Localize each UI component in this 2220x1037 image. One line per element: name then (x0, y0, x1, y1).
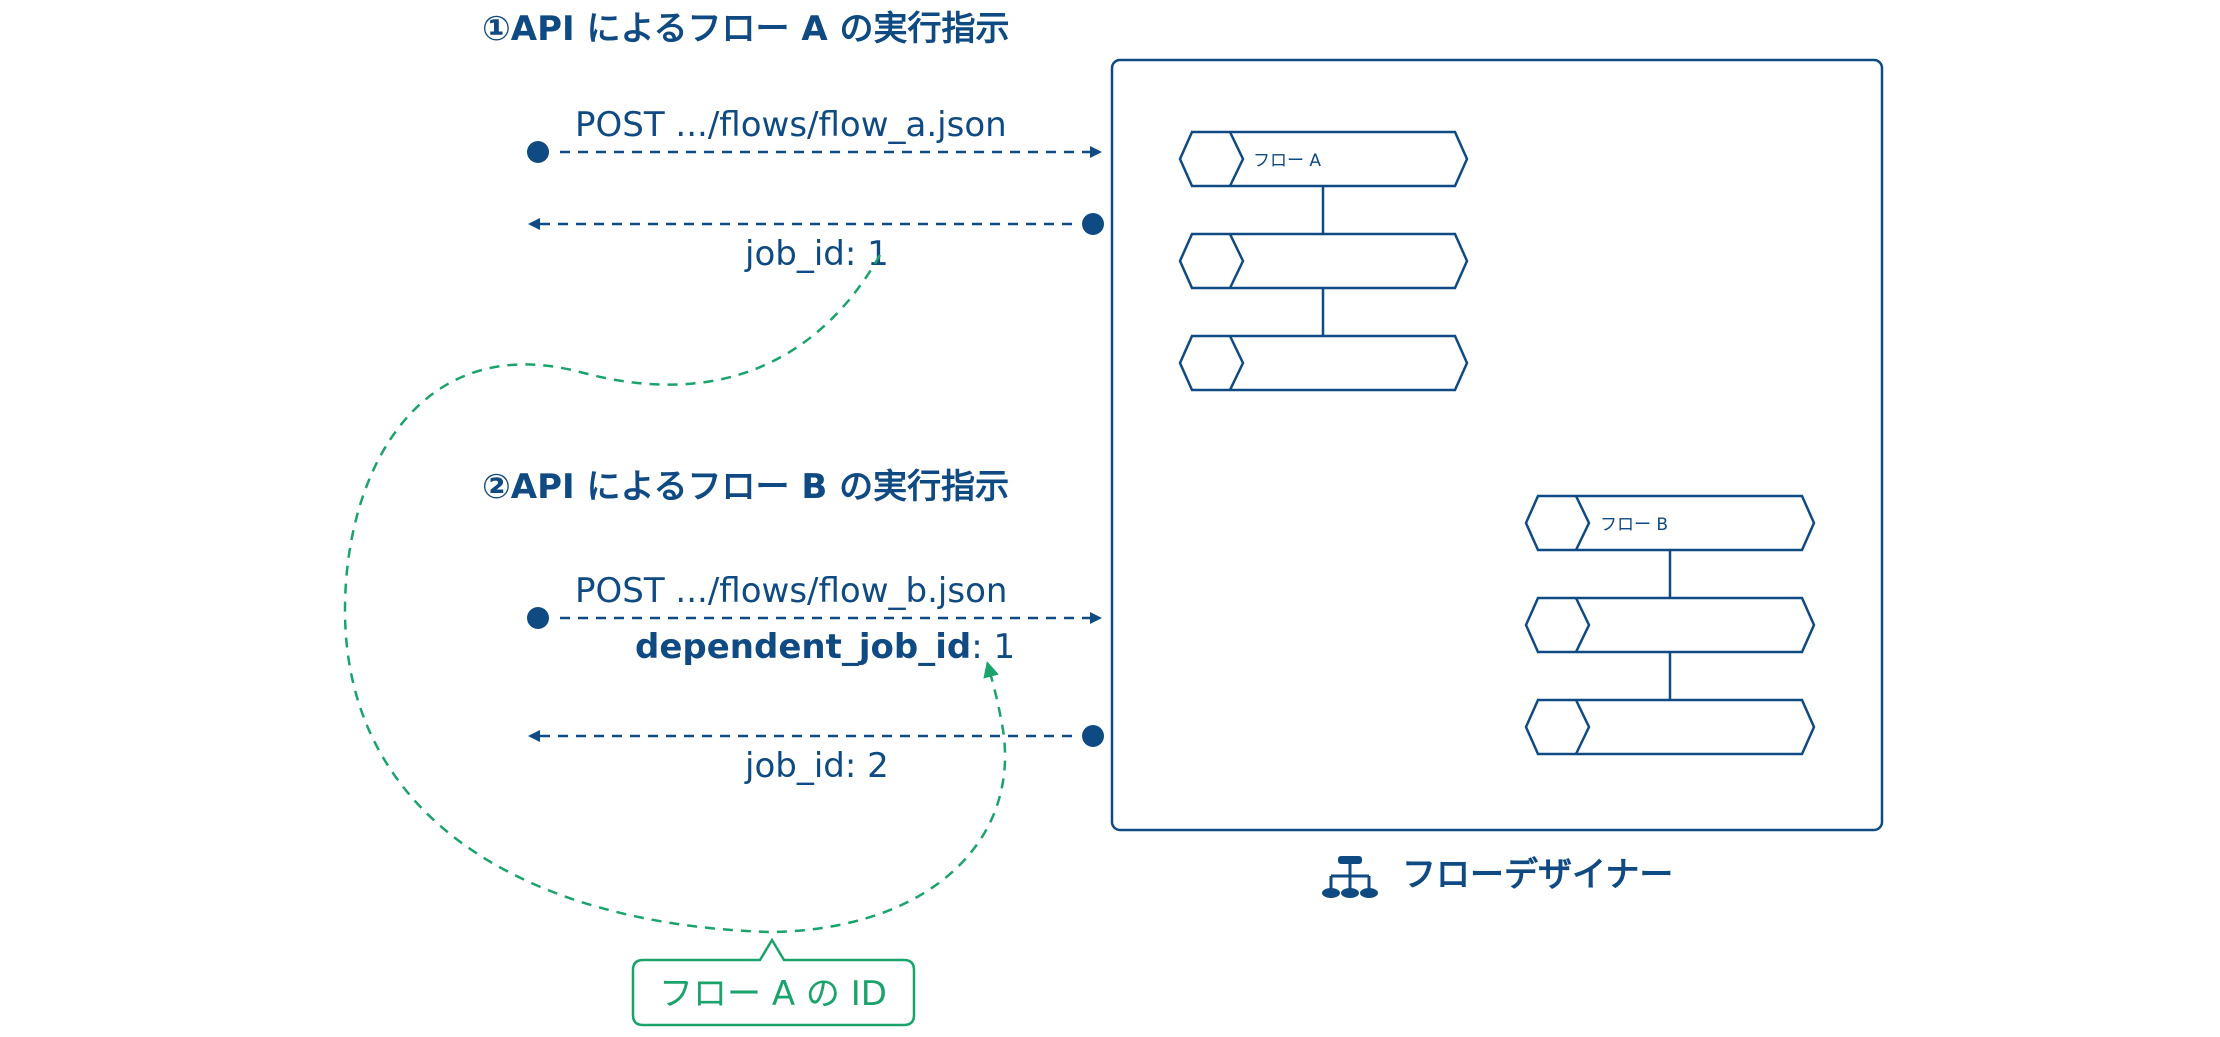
section-a-response-label: job_id: 1 (744, 234, 889, 274)
flow-a-node-3[interactable] (1178, 334, 1469, 392)
section-a-request-label: POST .../flows/flow_a.json (575, 105, 1007, 145)
callout-flow-a-id: フロー A の ID (631, 937, 916, 1027)
flow-b-nodes (1524, 494, 1816, 756)
flow-a-node-2[interactable] (1178, 232, 1469, 290)
flow-b-label: フロー B (1600, 515, 1668, 535)
flow-a-label: フロー A (1253, 151, 1321, 171)
flow-a-node-1[interactable] (1178, 130, 1469, 188)
section-a-response-arrow (528, 213, 1104, 235)
section-b-request-arrow (527, 607, 1102, 629)
flow-a-nodes (1178, 130, 1469, 392)
flow-b-node-1[interactable] (1524, 494, 1816, 552)
flow-b-node-3[interactable] (1524, 698, 1816, 756)
section-a-request-arrow (527, 141, 1102, 163)
flow-b-node-2[interactable] (1524, 596, 1816, 654)
section-b-request-label: POST .../flows/flow_b.json (575, 571, 1007, 611)
section-a-title: ①API によるフロー A の実行指示 (482, 9, 1009, 49)
section-b-param: dependent_job_id: 1 (635, 627, 1015, 667)
section-b-response-arrow (528, 725, 1104, 747)
dependent-job-id-value: : 1 (971, 627, 1015, 667)
dependency-curve (343, 254, 1007, 934)
section-b-response-label: job_id: 2 (744, 746, 889, 786)
flow-designer-label: フローデザイナー (1402, 855, 1673, 895)
hierarchy-icon (1322, 856, 1378, 898)
callout-label: フロー A の ID (659, 974, 887, 1014)
section-b-title: ②API によるフロー B の実行指示 (482, 467, 1009, 507)
dependent-job-id-key: dependent_job_id (635, 627, 971, 667)
